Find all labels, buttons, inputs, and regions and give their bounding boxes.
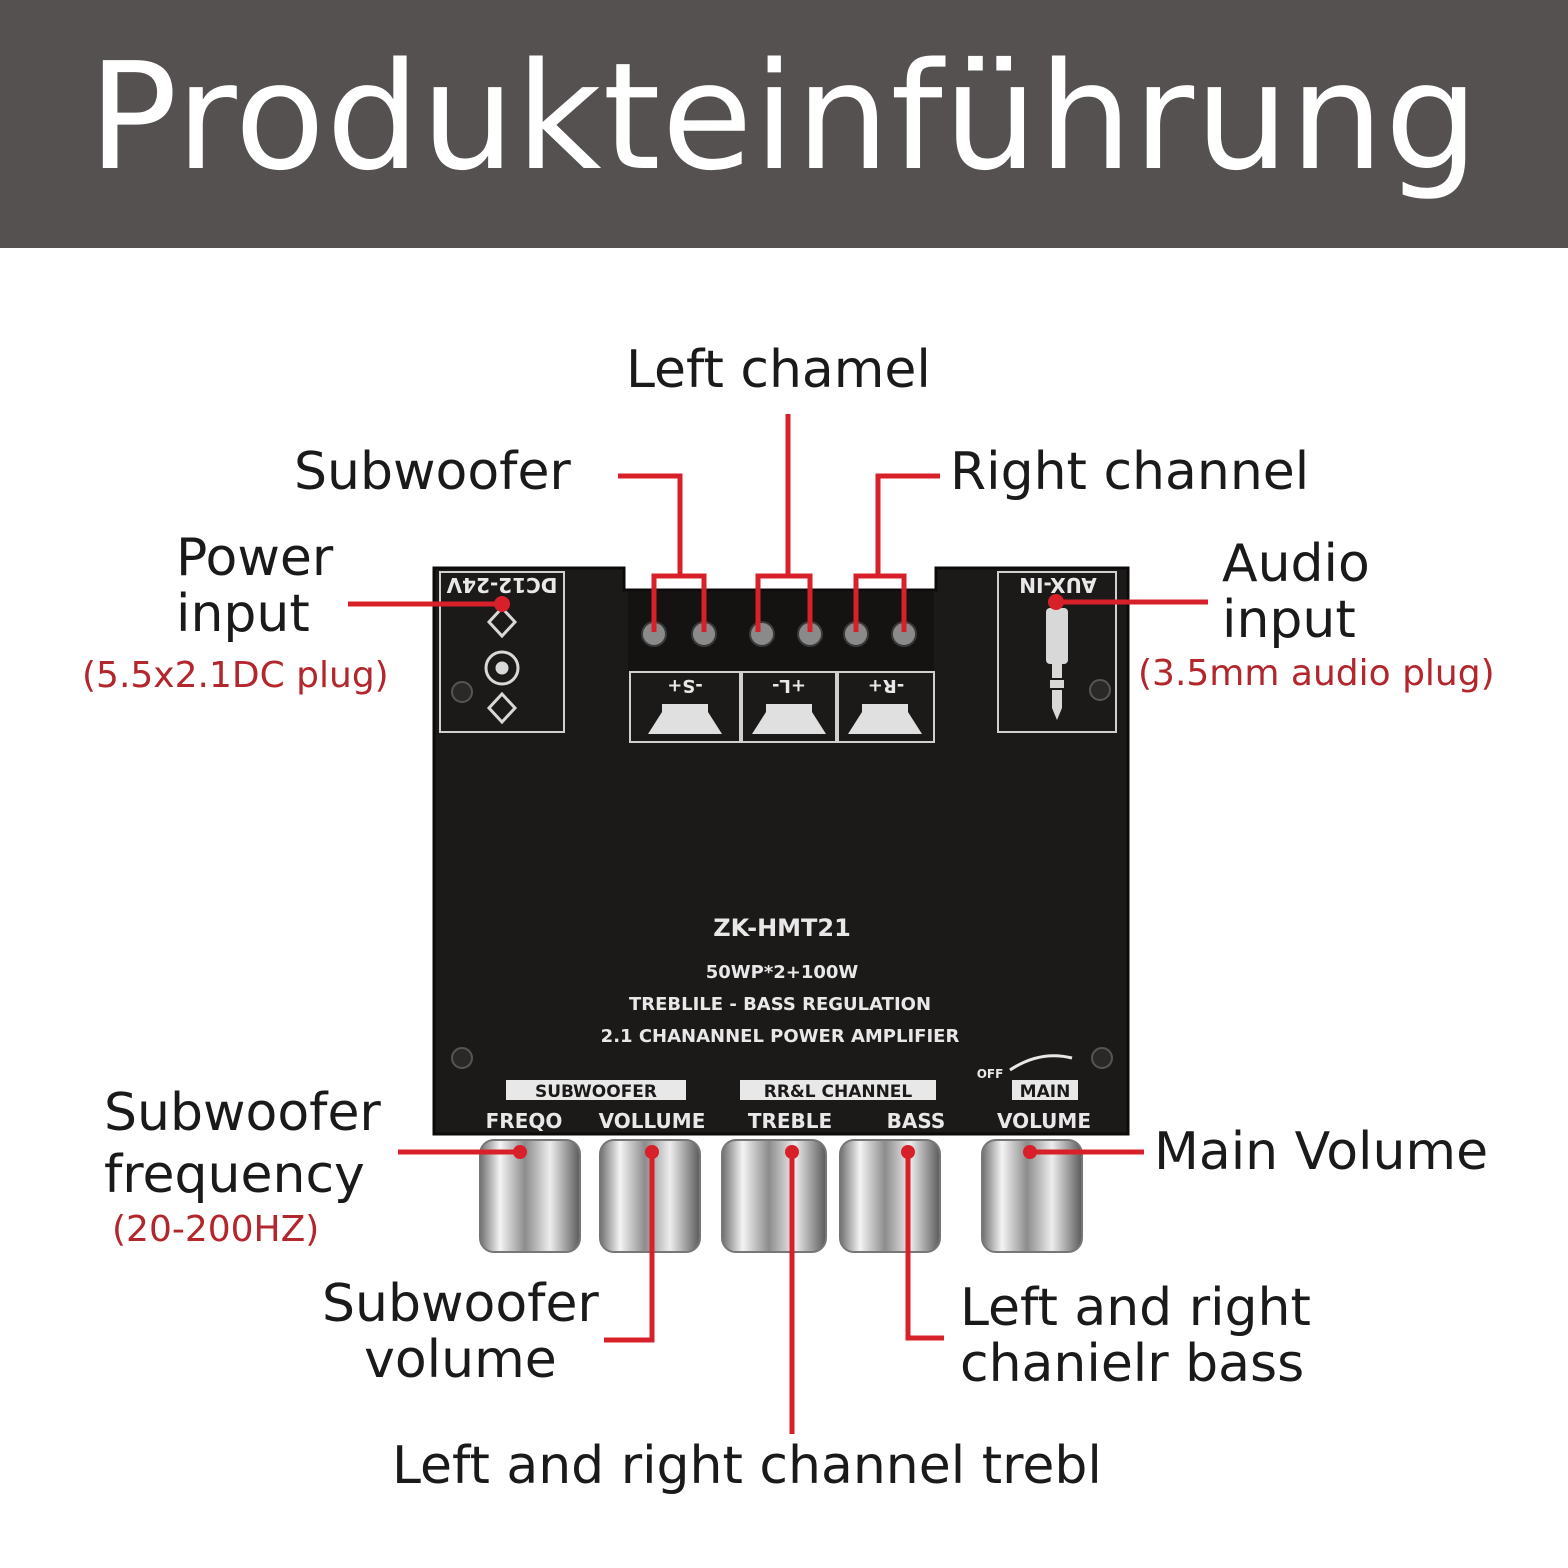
terminal-label-left: +L- [772, 675, 806, 696]
group-label-channel: RR&L CHANNEL [764, 1082, 913, 1102]
group-label-main: MAIN [1020, 1082, 1071, 1102]
power-jack-panel [439, 571, 565, 733]
label-lr-bass: Left and right chanielr bass [960, 1278, 1311, 1394]
label-subwoofer-frequency: Subwoofer frequency [104, 1083, 381, 1205]
group-label-subwoofer: SUBWOOFER [535, 1082, 657, 1102]
label-power-input: Power input [176, 528, 334, 644]
knob-label-freq: FREQO [486, 1109, 563, 1133]
label-audio-input-note: (3.5mm audio plug) [1138, 653, 1495, 694]
off-label: OFF [977, 1067, 1004, 1081]
speaker-icons [648, 704, 922, 734]
screw-left-top [451, 681, 473, 703]
screw-right-top [1089, 679, 1111, 701]
label-subwoofer: Subwoofer [294, 442, 571, 502]
label-power-input-note: (5.5x2.1DC plug) [82, 655, 389, 696]
knob-treble [721, 1139, 827, 1253]
power-jack-symbol [484, 605, 520, 725]
knob-bass [839, 1139, 941, 1253]
aux-silk-label: AUX-IN [1019, 573, 1096, 597]
knobs [479, 1139, 1083, 1253]
audio-plug-symbol [1046, 608, 1068, 720]
knob-freq [479, 1139, 581, 1253]
terminal-label-right: -R+ [868, 675, 904, 696]
label-subwoofer-frequency-note: (20-200HZ) [112, 1209, 320, 1250]
power-jack-silk-label: DC12-24V [446, 573, 557, 597]
header-bar: Produkteinführung [0, 0, 1568, 248]
label-subwoofer-volume: Subwoofer volume [322, 1274, 599, 1390]
spec-line-2: TREBLILE - BASS REGULATION [629, 994, 931, 1015]
screw-right-bottom [1091, 1047, 1113, 1069]
label-right-channel: Right channel [950, 442, 1310, 502]
board-body [432, 566, 1130, 1136]
knob-label-bass: BASS [887, 1109, 946, 1133]
knob-label-main-volume: VOLUME [997, 1109, 1091, 1133]
volume-arc [1009, 1054, 1073, 1072]
label-lr-treble: Left and right channel trebl [392, 1436, 1102, 1496]
screw-left-bottom [451, 1047, 473, 1069]
spec-line-1: 50WP*2+100W [706, 962, 859, 983]
label-main-volume: Main Volume [1154, 1122, 1489, 1182]
terminal-label-boxes [629, 671, 935, 743]
model-label: ZK-HMT21 [713, 914, 851, 942]
aux-panel [997, 571, 1117, 733]
knob-label-treble: TREBLE [748, 1109, 832, 1133]
label-left-channel: Left chamel [626, 340, 931, 400]
page-title: Produkteinführung [88, 31, 1480, 203]
label-audio-input: Audio input [1222, 534, 1370, 650]
leader-lines [348, 414, 1208, 1434]
terminal-block [628, 592, 934, 672]
knob-label-sub-volume: VOLLUME [599, 1109, 706, 1133]
spec-line-3: 2.1 CHANANNEL POWER AMPLIFIER [601, 1026, 960, 1047]
knob-main-volume [981, 1139, 1083, 1253]
terminal-label-subwoofer: -S+ [667, 675, 703, 696]
leader-dots [494, 594, 1064, 1159]
